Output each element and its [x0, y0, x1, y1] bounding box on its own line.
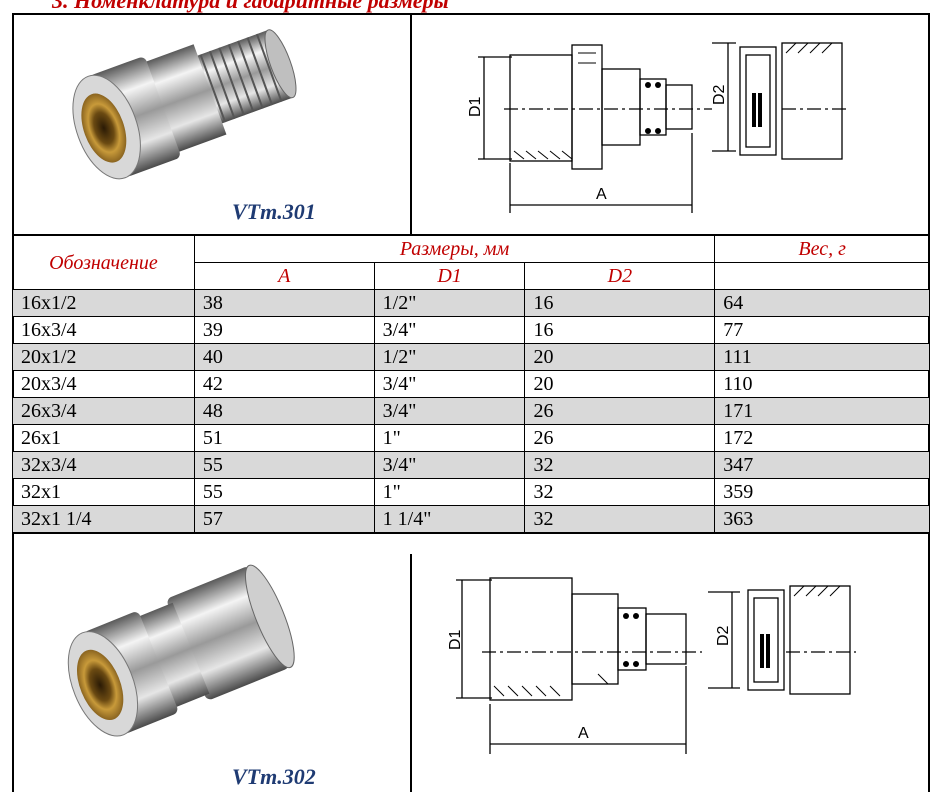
table-row: 20x1/2 40 1/2" 20 111 — [12, 343, 930, 371]
col-dimensions-header: Размеры, мм — [193, 234, 716, 263]
sub-a-header: A — [193, 262, 375, 290]
cell-d2: 16 — [524, 316, 716, 344]
cell-weight: 77 — [714, 316, 930, 344]
sub-d2-header: D2 — [524, 262, 716, 290]
cell-d1: 3/4" — [373, 451, 526, 479]
cell-a: 55 — [193, 451, 375, 479]
cell-d1: 3/4" — [373, 397, 526, 425]
col-weight-header: Вес, г — [714, 234, 930, 263]
technical-drawing-2: D1 D2 A — [447, 577, 856, 754]
table-row: 32x1 1/4 57 1 1/4" 32 363 — [12, 505, 930, 534]
a-label-1: A — [596, 186, 607, 203]
technical-drawing-1: D1 D2 A — [467, 42, 848, 213]
specs-table: Обозначение Размеры, мм Вес, г A D1 D2 1… — [12, 234, 930, 534]
cell-weight: 111 — [714, 343, 930, 371]
table-row: 32x1 55 1" 32 359 — [12, 478, 930, 506]
product-photo-1-panel: VTm.301 — [12, 13, 412, 234]
cell-d2: 32 — [524, 451, 716, 479]
cell-a: 55 — [193, 478, 375, 506]
cell-name: 32x1 1/4 — [12, 505, 195, 534]
cell-d1: 1/2" — [373, 289, 526, 317]
product-photo-2-panel: VTm.302 — [12, 554, 412, 792]
cell-a: 57 — [193, 505, 375, 534]
table-row: 26x1 51 1" 26 172 — [12, 424, 930, 452]
cell-name: 16x3/4 — [12, 316, 195, 344]
cell-d2: 32 — [524, 505, 716, 534]
cell-d2: 16 — [524, 289, 716, 317]
table-row: 32x3/4 55 3/4" 32 347 — [12, 451, 930, 479]
technical-drawing-1-panel: D1 D2 A — [412, 13, 930, 234]
cell-weight: 171 — [714, 397, 930, 425]
d2-label-1: D2 — [711, 84, 728, 105]
cell-d1: 1 1/4" — [373, 505, 526, 534]
product-caption-2: VTm.302 — [232, 764, 316, 789]
cell-name: 16x1/2 — [12, 289, 195, 317]
cell-d1: 1/2" — [373, 343, 526, 371]
table-row: 26x3/4 48 3/4" 26 171 — [12, 397, 930, 425]
cell-d1: 1" — [373, 424, 526, 452]
cell-d2: 26 — [524, 424, 716, 452]
cell-d1: 3/4" — [373, 370, 526, 398]
cell-weight: 64 — [714, 289, 930, 317]
cell-name: 26x1 — [12, 424, 195, 452]
cell-name: 32x3/4 — [12, 451, 195, 479]
technical-drawing-2-panel: D1 D2 A — [412, 554, 930, 792]
cell-name: 32x1 — [12, 478, 195, 506]
cell-d2: 20 — [524, 370, 716, 398]
cell-a: 38 — [193, 289, 375, 317]
cell-weight: 363 — [714, 505, 930, 534]
cell-d1: 1" — [373, 478, 526, 506]
table-row: 16x3/4 39 3/4" 16 77 — [12, 316, 930, 344]
product-caption-1: VTm.301 — [232, 199, 316, 224]
cell-a: 48 — [193, 397, 375, 425]
d2-label-2: D2 — [715, 625, 732, 646]
d1-label-1: D1 — [467, 96, 484, 117]
table-row: 20x3/4 42 3/4" 20 110 — [12, 370, 930, 398]
cell-name: 20x3/4 — [12, 370, 195, 398]
d1-label-2: D1 — [447, 629, 464, 650]
col-designation-header: Обозначение — [12, 234, 195, 290]
cell-weight: 110 — [714, 370, 930, 398]
fitting-photo-2 — [67, 564, 295, 737]
fitting-photo-1 — [72, 29, 297, 180]
a-label-2: A — [578, 725, 589, 742]
cell-d2: 32 — [524, 478, 716, 506]
cell-a: 39 — [193, 316, 375, 344]
weight-sub-empty — [714, 262, 930, 290]
cell-a: 42 — [193, 370, 375, 398]
cell-weight: 359 — [714, 478, 930, 506]
cell-d2: 26 — [524, 397, 716, 425]
cell-a: 51 — [193, 424, 375, 452]
cell-d2: 20 — [524, 343, 716, 371]
cell-weight: 347 — [714, 451, 930, 479]
cell-name: 26x3/4 — [12, 397, 195, 425]
section-heading: 3. Номенклатура и габаритные размеры — [52, 0, 449, 13]
table-row: 16x1/2 38 1/2" 16 64 — [12, 289, 930, 317]
cell-d1: 3/4" — [373, 316, 526, 344]
cell-a: 40 — [193, 343, 375, 371]
cell-weight: 172 — [714, 424, 930, 452]
sub-d1-header: D1 — [373, 262, 526, 290]
cell-name: 20x1/2 — [12, 343, 195, 371]
